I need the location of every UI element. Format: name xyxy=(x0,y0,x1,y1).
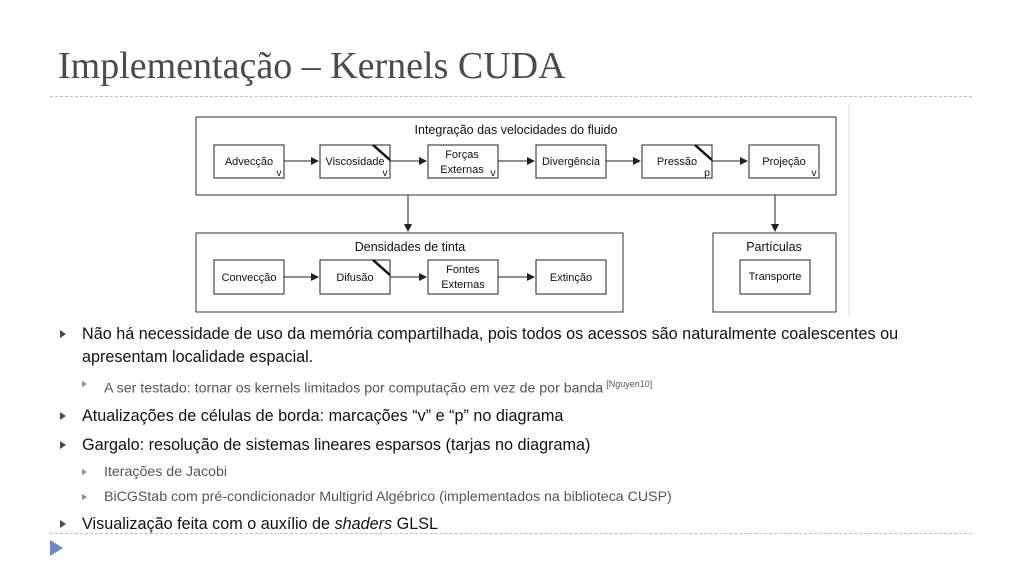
bullet-text-suffix: GLSL xyxy=(392,514,439,533)
box-viscosidade: Viscosidade v xyxy=(319,144,391,179)
sub-bullet-arrow-icon xyxy=(82,381,87,387)
box-pressao-label: Pressão xyxy=(657,156,697,168)
ink-density-group: Densidades de tinta Convecção Difusão Fo… xyxy=(195,232,624,313)
box-forcas-marker: v xyxy=(490,167,496,179)
bullet-arrow-icon xyxy=(60,519,66,528)
box-projecao: Projeção v xyxy=(748,144,820,179)
box-fontes-externas: Fontes Externas xyxy=(427,259,499,295)
sub-bullet-text: BiCGStab com pré-condicionador Multigrid… xyxy=(104,488,672,505)
sub-bullet-item: Iterações de Jacobi xyxy=(60,463,965,482)
box-projecao-marker: v xyxy=(811,167,817,179)
box-forcas-externas: Forças Externas v xyxy=(427,144,499,179)
box-extincao-label: Extinção xyxy=(550,272,592,284)
bullet-arrow-icon xyxy=(60,411,66,420)
box-fontes-line2: Externas xyxy=(441,279,485,291)
bullet-item: Gargalo: resolução de sistemas lineares … xyxy=(60,434,965,457)
footer-divider xyxy=(50,533,972,534)
sub-bullet-item: A ser testado: tornar os kernels limitad… xyxy=(60,375,965,399)
ink-group-title: Densidades de tinta xyxy=(355,240,466,254)
cuda-kernels-diagram: Integração das velocidades do fluido Adv… xyxy=(195,104,850,316)
box-transporte-label: Transporte xyxy=(749,271,802,283)
sub-bullet-arrow-icon xyxy=(82,493,87,500)
sub-bullet-text: A ser testado: tornar os kernels limitad… xyxy=(104,380,604,397)
box-forcas-line1: Forças xyxy=(445,149,479,161)
title-divider xyxy=(50,96,972,97)
bottleneck-stripe xyxy=(372,144,391,161)
box-adveccao: Advecção v xyxy=(213,144,285,179)
fluid-group-frame xyxy=(195,116,837,196)
bottleneck-stripe xyxy=(372,259,391,276)
box-fontes-line1: Fontes xyxy=(446,264,480,276)
bullet-item: Não há necessidade de uso da memória com… xyxy=(60,323,965,369)
bullet-text: Não há necessidade de uso da memória com… xyxy=(82,325,899,366)
box-projecao-label: Projeção xyxy=(762,156,805,168)
bullet-arrow-icon xyxy=(60,440,66,449)
bottleneck-stripe xyxy=(694,144,713,161)
sub-bullet-arrow-icon xyxy=(82,468,87,475)
sub-bullet-text: Iterações de Jacobi xyxy=(104,463,228,480)
box-forcas-line2: Externas xyxy=(440,164,484,176)
box-difusao-label: Difusão xyxy=(336,272,373,284)
citation-ref: [Nguyen10] xyxy=(606,379,653,389)
box-pressao: Pressão p xyxy=(641,144,713,179)
particles-group-title: Partículas xyxy=(746,240,802,254)
slide-title: Implementação – Kernels CUDA xyxy=(58,45,566,87)
fluid-group-title: Integração das velocidades do fluido xyxy=(415,123,618,137)
box-difusao: Difusão xyxy=(319,259,391,295)
box-pressao-marker: p xyxy=(704,167,710,179)
box-divergencia-label: Divergência xyxy=(542,156,601,168)
play-triangle-icon[interactable] xyxy=(50,540,63,556)
bullet-text-prefix: Visualização feita com o auxílio de xyxy=(82,514,335,533)
bullet-text: Gargalo: resolução de sistemas lineares … xyxy=(82,435,591,454)
box-transporte: Transporte xyxy=(739,259,811,295)
bullet-arrow-icon xyxy=(60,330,66,338)
box-conveccao: Convecção xyxy=(213,259,285,295)
sub-bullet-item: BiCGStab com pré-condicionador Multigrid… xyxy=(60,488,965,507)
box-adveccao-marker: v xyxy=(276,167,282,179)
bullet-item: Visualização feita com o auxílio de shad… xyxy=(60,513,965,536)
box-viscosidade-label: Viscosidade xyxy=(325,156,384,168)
bullet-text-emphasis: shaders xyxy=(334,514,393,533)
particles-group: Partículas Transporte xyxy=(712,232,837,313)
bullet-text: Atualizações de células de borda: marcaç… xyxy=(82,406,564,425)
box-adveccao-label: Advecção xyxy=(225,156,273,168)
fluid-velocity-group: Integração das velocidades do fluido Adv… xyxy=(195,116,837,196)
box-conveccao-label: Convecção xyxy=(221,272,276,284)
bullet-list: Não há necessidade de uso da memória com… xyxy=(60,323,965,542)
box-viscosidade-marker: v xyxy=(382,167,388,179)
bullet-item: Atualizações de células de borda: marcaç… xyxy=(60,405,965,428)
box-extincao: Extinção xyxy=(535,259,607,295)
box-divergencia: Divergência xyxy=(535,144,607,179)
